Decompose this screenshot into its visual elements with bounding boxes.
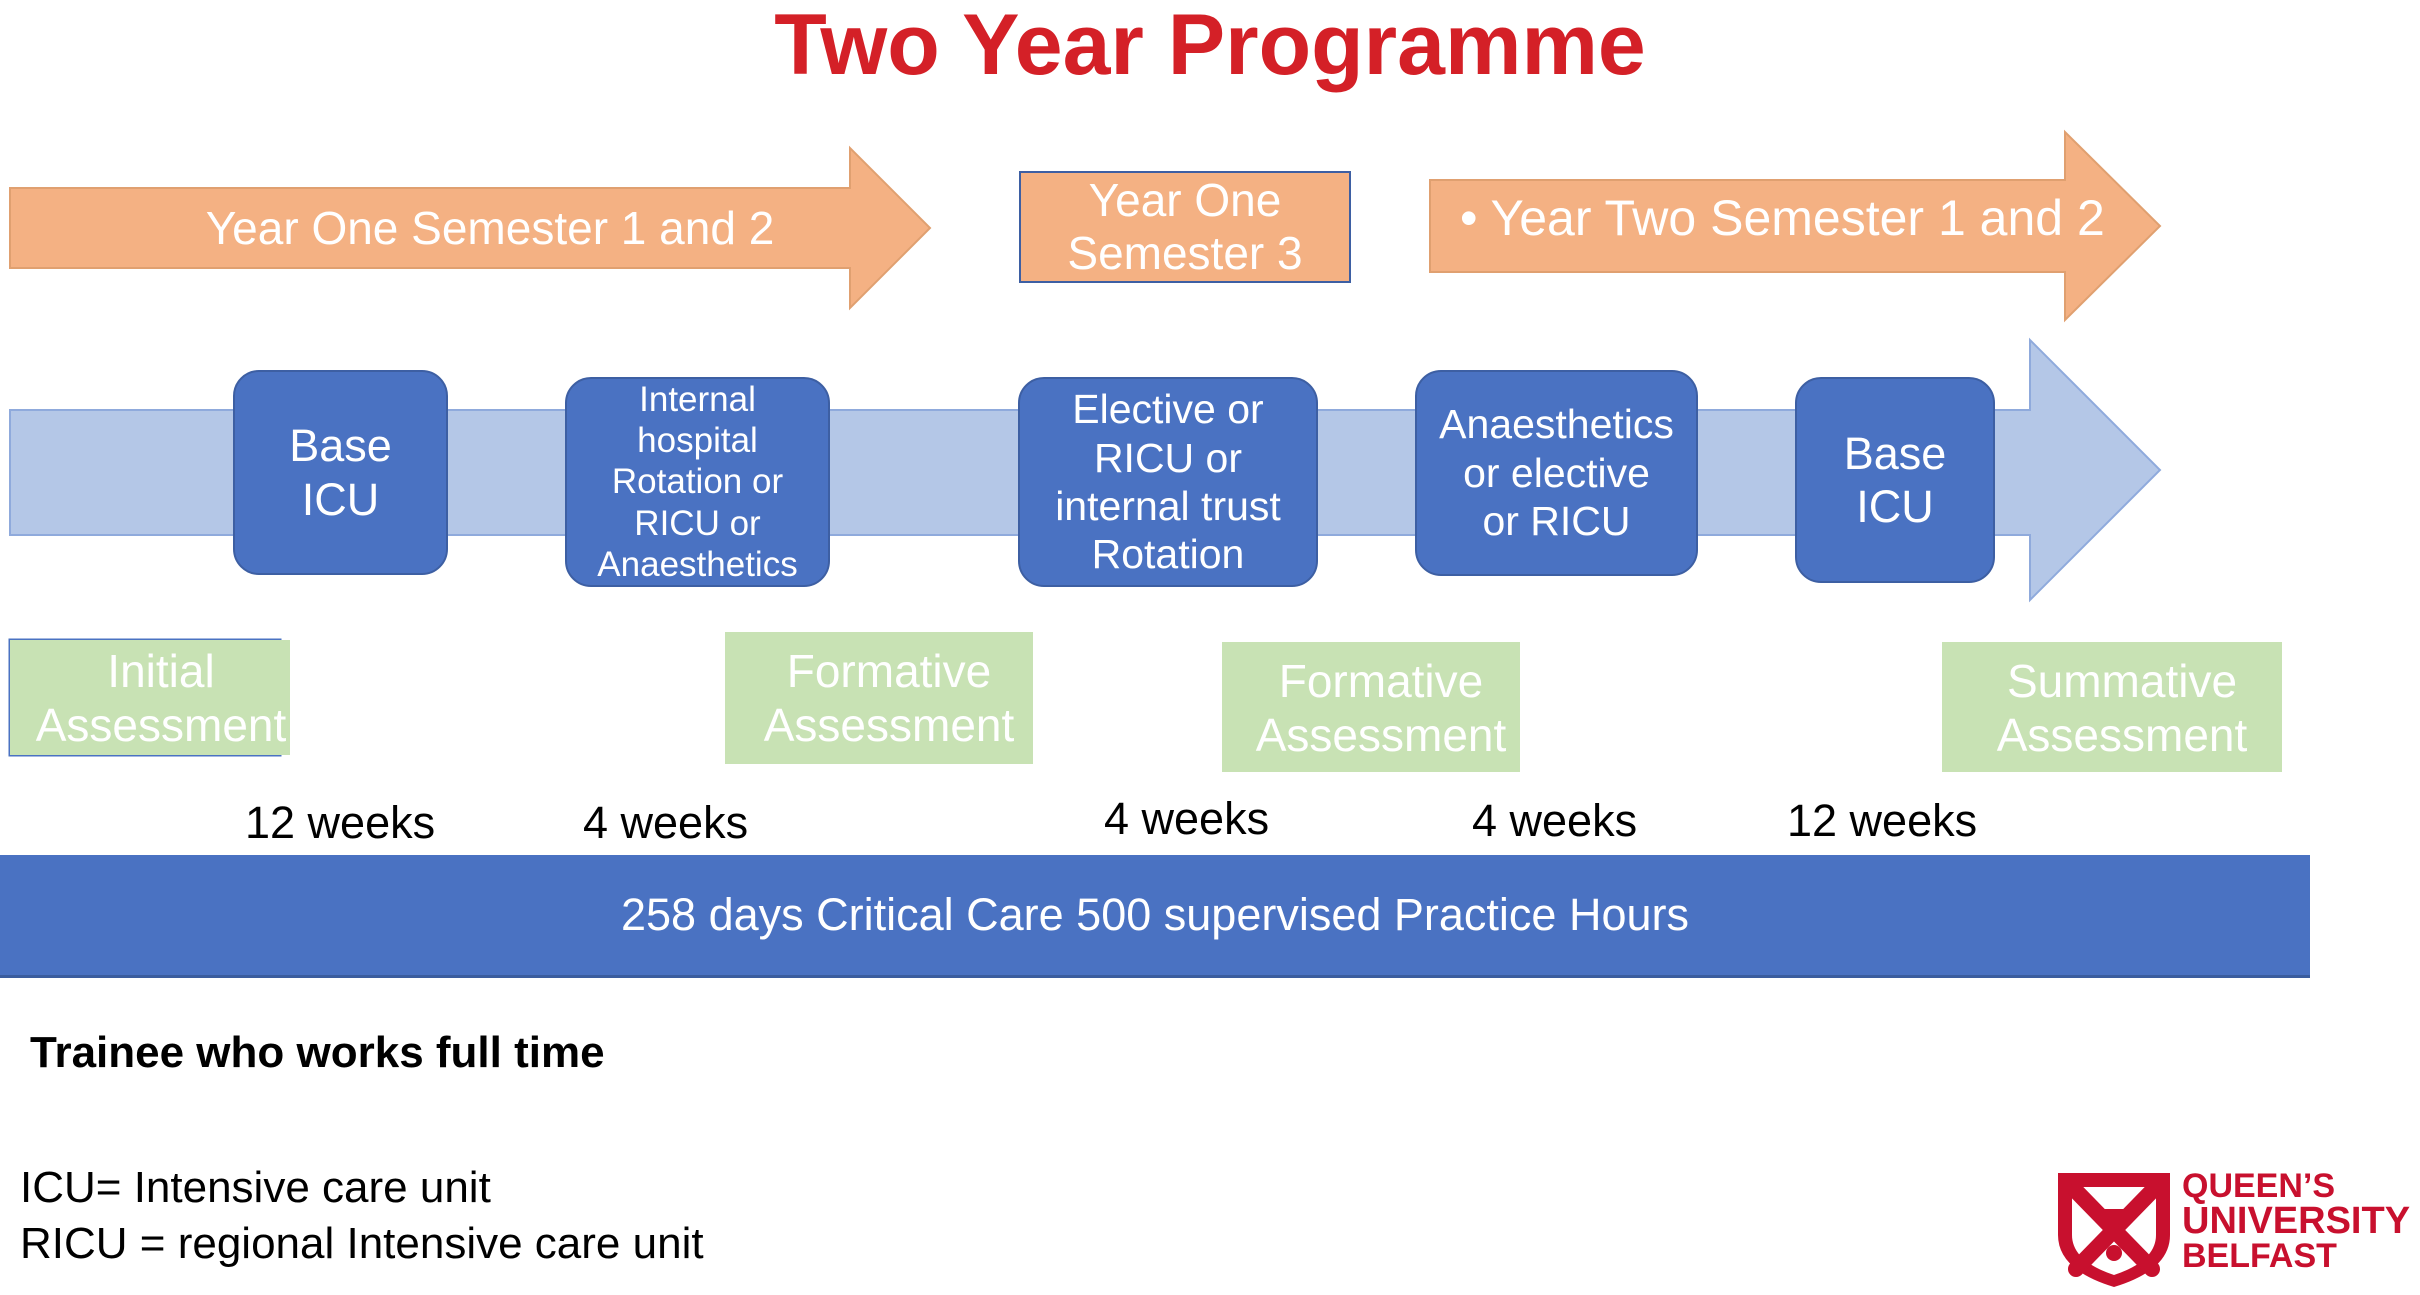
practice-hours-bar: 258 days Critical Care 500 supervised Pr… [0,855,2310,978]
duration-label: 4 weeks [583,797,749,848]
semester-label-year1-s3: Year One Semester 3 [1067,174,1303,279]
definition-icu: ICU= Intensive care unit [20,1163,491,1212]
logo-line-2: UNIVERSITY [2182,1200,2411,1242]
assessment-initial: Initial Assessment [10,640,290,755]
semester-arrow-2-shape [1019,171,1351,283]
logo-line-3: BELFAST [2182,1237,2337,1275]
semester-label-year1-s1-2: Year One Semester 1 and 2 [205,201,775,254]
duration-label: 4 weeks [1472,795,1638,846]
placement-internal-rotation: Internal hospital Rotation or RICU or An… [565,377,830,587]
assessment-formative-1: Formative Assessment [725,632,1033,764]
logo-line-1: QUEEN’S [2182,1167,2336,1205]
university-crest-icon [2058,1173,2170,1287]
assessment-formative-2: Formative Assessment [1222,642,1520,772]
placement-base-icu-2: Base ICU [1795,377,1995,583]
semester-arrow-1-shape [9,145,932,311]
duration-label: 12 weeks [245,797,436,848]
semester-label-year2-s1-2: • Year Two Semester 1 and 2 [1460,190,2105,246]
university-logo: QUEEN’S UNIVERSITY BELFAST [2050,1165,2410,1290]
placement-anaesthetics-elective: Anaesthetics or elective or RICU [1415,370,1698,576]
placement-elective-ricu: Elective or RICU or internal trust Rotat… [1018,377,1318,587]
placement-base-icu-1: Base ICU [233,370,448,575]
duration-label: 4 weeks [1104,793,1270,844]
duration-label: 12 weeks [1787,795,1978,846]
assessment-summative: Summative Assessment [1942,642,2282,772]
definition-ricu: RICU = regional Intensive care unit [20,1219,704,1268]
diagram-title: Two Year Programme [774,0,1646,93]
semester-arrow-3-shape [1429,129,2162,323]
trainee-note: Trainee who works full time [30,1028,605,1077]
